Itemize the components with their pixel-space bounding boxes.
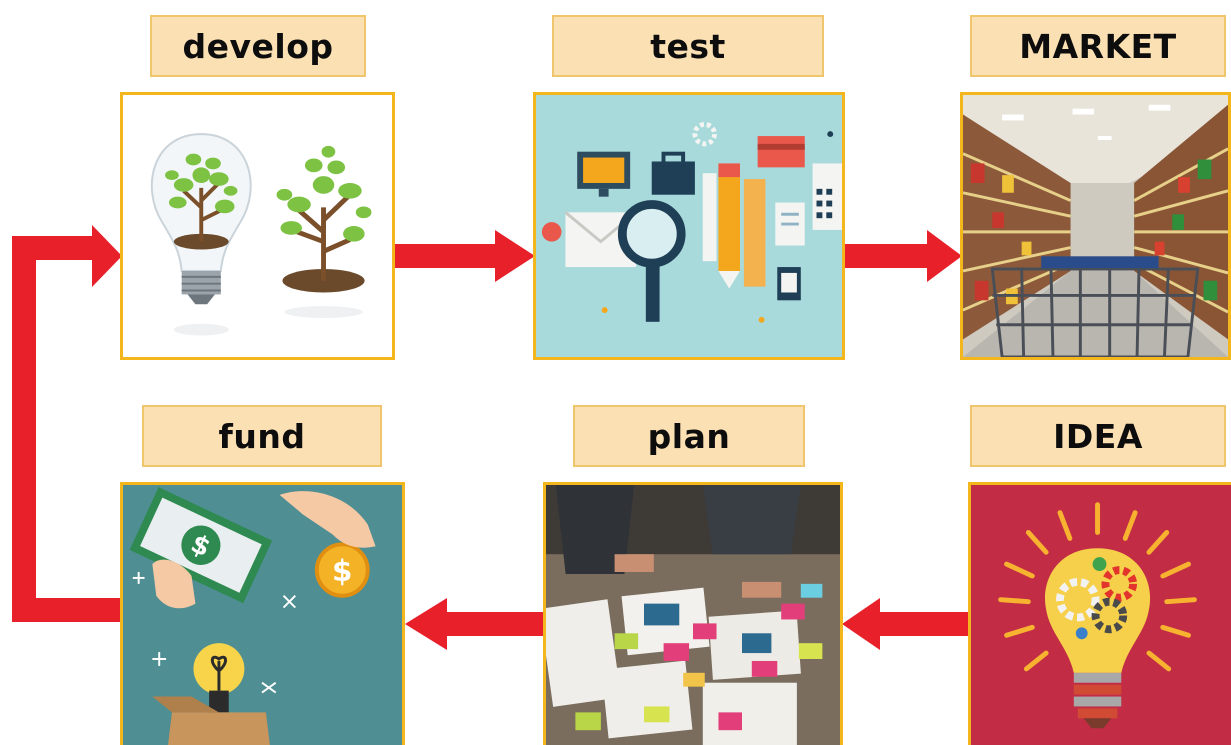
sticky-notes <box>575 583 823 731</box>
loop-arrow-fund-to-develop <box>12 236 124 622</box>
arrow-plan-to-fund-shaft <box>445 612 545 636</box>
idea-label: IDEA <box>970 405 1226 467</box>
fund-label: fund <box>142 405 382 467</box>
gear-icon <box>1056 557 1138 640</box>
credit-card-icon <box>757 136 805 168</box>
briefcase-icon <box>651 151 695 195</box>
arrow-develop-to-test-shaft <box>395 244 498 268</box>
loop-arrowhead <box>92 225 122 287</box>
left-shelves <box>963 114 1071 340</box>
magnifier-icon <box>617 200 686 322</box>
idea-image <box>968 482 1231 745</box>
calculator-icon <box>812 163 842 230</box>
market-label: MARKET <box>970 15 1226 77</box>
coin-icon: $ <box>314 542 370 598</box>
arrow-idea-to-plan-shaft <box>878 612 973 636</box>
plan-label: plan <box>573 405 805 467</box>
develop-image <box>120 92 395 360</box>
arrow-test-to-market-shaft <box>845 244 930 268</box>
light-rays <box>998 502 1197 672</box>
banknote-icon: $ <box>129 487 273 604</box>
gear-icon <box>692 121 717 147</box>
test-image <box>533 92 845 360</box>
svg-text:$: $ <box>332 554 352 588</box>
pencil-icon <box>718 163 740 289</box>
fund-image: $ $ <box>120 482 405 745</box>
monitor-icon <box>577 151 631 197</box>
arrow-test-to-market-head <box>927 230 962 282</box>
arrow-idea-to-plan-head <box>842 598 880 650</box>
plant-icon <box>165 153 238 214</box>
plan-image <box>543 482 843 745</box>
idea-bulb-icon <box>193 643 245 713</box>
market-image <box>960 92 1231 360</box>
arrow-plan-to-fund-head <box>405 598 447 650</box>
test-label: test <box>552 15 824 77</box>
develop-label: develop <box>150 15 366 77</box>
tree-icon <box>276 145 372 242</box>
arrow-develop-to-test-head <box>495 230 535 282</box>
shopping-cart-icon <box>990 267 1200 357</box>
sparkle-icon <box>132 571 296 694</box>
